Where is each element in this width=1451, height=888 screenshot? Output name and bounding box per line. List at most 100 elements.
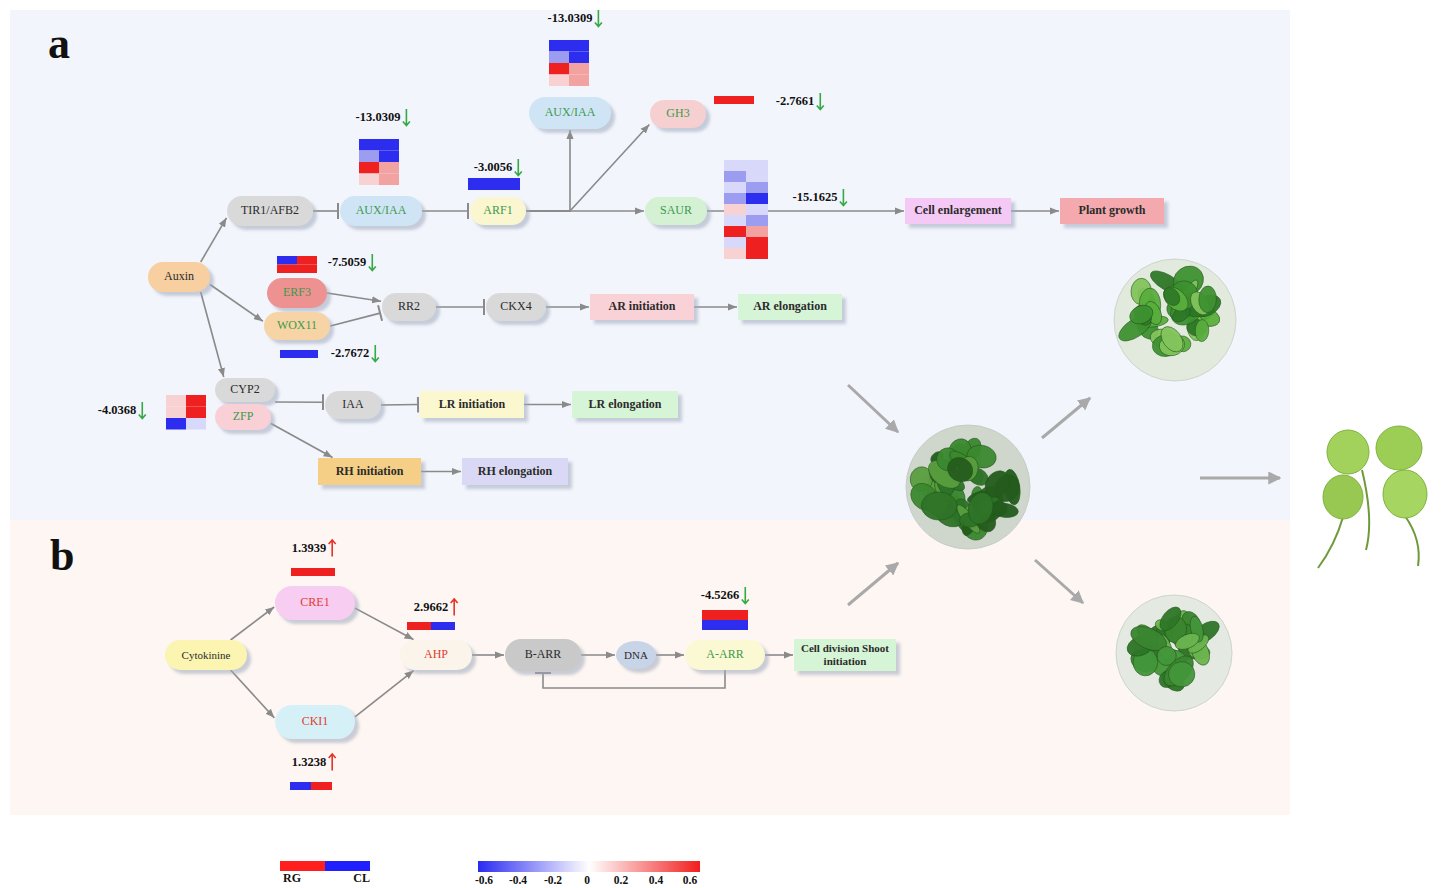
process-box: RH initiation xyxy=(318,458,421,485)
heatmap-cell xyxy=(549,40,569,52)
arrow-connector xyxy=(526,125,649,211)
heatmap-cell xyxy=(359,139,379,151)
heatmap-cell xyxy=(724,193,746,204)
panel-band: bCytokinineCRE1CKI1AHPB-ARRDNAA-ARRCell … xyxy=(10,520,1290,815)
flow-arrow xyxy=(1035,560,1083,603)
node-label: RH initiation xyxy=(336,465,404,479)
node-label: A-ARR xyxy=(706,648,743,662)
trend-arrow xyxy=(451,599,458,616)
photo-frame xyxy=(1114,259,1236,381)
fold-change-value: -13.0309 xyxy=(356,111,401,124)
root-stalk xyxy=(1405,516,1419,566)
plant-blob xyxy=(1160,285,1183,309)
gene-pill: WOX11 xyxy=(264,312,331,340)
panel-letter: a xyxy=(48,22,70,66)
trend-arrow xyxy=(329,754,336,771)
legend-text: CL xyxy=(325,872,370,884)
heatmap-cell xyxy=(186,395,206,407)
arrow-connector xyxy=(231,670,275,718)
node-label: GH3 xyxy=(666,107,689,121)
legend-swatch xyxy=(325,861,370,871)
heatmap-cell xyxy=(724,226,746,237)
process-box: Cell division Shoot initiation xyxy=(794,639,896,671)
arrow-connector xyxy=(1011,210,1059,212)
heatmap-cell xyxy=(724,182,746,193)
heatmap-cell xyxy=(431,622,455,630)
gene-pill: B-ARR xyxy=(505,639,581,671)
inhibition-connector xyxy=(543,670,725,688)
fold-change-value: -3.0056 xyxy=(474,161,513,174)
gene-pill: GH3 xyxy=(650,100,706,128)
arrow-connector xyxy=(694,306,737,308)
gene-pill: ERF3 xyxy=(267,278,327,308)
node-label: CRE1 xyxy=(300,596,329,610)
inhibition-connector xyxy=(275,401,323,403)
arrow-connector xyxy=(546,306,589,308)
arrow-connector xyxy=(421,471,461,473)
plant-blob xyxy=(943,453,978,487)
process-box: Plant growth xyxy=(1060,198,1164,224)
trend-arrow xyxy=(372,345,379,362)
gene-pill: CRE1 xyxy=(275,586,355,620)
plant-blob xyxy=(1127,302,1156,327)
legend-entry: RG xyxy=(280,861,325,884)
heatmap-cell xyxy=(291,568,313,576)
node-label: AUX/IAA xyxy=(356,204,407,218)
heatmap-cell xyxy=(746,248,768,259)
node-label: TIR1/AFB2 xyxy=(241,204,299,218)
scale-tick: 0.2 xyxy=(614,875,628,887)
gene-pill: AUX/IAA xyxy=(529,97,611,129)
plant-blob xyxy=(1195,319,1209,342)
heatmap-cell xyxy=(725,610,748,620)
process-box: Cell enlargement xyxy=(905,198,1011,224)
heatmap-cell xyxy=(746,204,768,215)
frond xyxy=(1327,430,1369,474)
arrow-connector xyxy=(355,608,414,639)
trend-arrow xyxy=(817,93,824,110)
heatmap-cell xyxy=(725,620,748,630)
heatmap-cell xyxy=(379,139,399,151)
heatmap-cell xyxy=(290,782,311,790)
fold-change-value: -7.5059 xyxy=(328,256,367,269)
node-label: CKX4 xyxy=(500,300,531,314)
fold-change-value: 1.3939 xyxy=(292,542,326,555)
heatmap-cell xyxy=(407,622,431,630)
gene-pill: IAA xyxy=(325,391,381,419)
node-label: WOX11 xyxy=(277,319,317,333)
heatmap-cell xyxy=(379,151,399,163)
process-box: AR initiation xyxy=(590,294,694,320)
plant-blob xyxy=(965,490,997,527)
trend-arrow xyxy=(139,402,146,419)
gene-pill: ARF1 xyxy=(470,197,526,225)
gene-pill: A-ARR xyxy=(685,640,765,670)
arrow-connector xyxy=(201,292,224,377)
heatmap-cell xyxy=(359,151,379,163)
heatmap-cell xyxy=(746,215,768,226)
gene-pill: SAUR xyxy=(645,197,707,225)
heatmap-cell xyxy=(186,407,206,419)
trend-arrow xyxy=(840,189,847,206)
node-label: B-ARR xyxy=(525,648,562,662)
heatmap-cell xyxy=(724,204,746,215)
heatmap-cell xyxy=(277,265,297,274)
arrow-connector xyxy=(765,654,793,656)
trend-arrow xyxy=(515,159,522,176)
heatmap-cell xyxy=(166,395,186,407)
fold-change-value: 1.3238 xyxy=(292,756,326,769)
plantlet-photo xyxy=(1115,260,1225,358)
node-label: RR2 xyxy=(398,300,420,314)
gene-pill: Auxin xyxy=(148,262,210,292)
heatmap-cell xyxy=(746,171,768,182)
arrow-connector xyxy=(526,130,570,211)
plant-blob xyxy=(1156,603,1185,634)
node-label: AR initiation xyxy=(608,300,675,314)
heatmap-cell xyxy=(166,407,186,419)
heatmap-cell xyxy=(569,40,589,52)
arrow-connector xyxy=(524,404,571,406)
heatmap-cell xyxy=(714,96,734,104)
legend: RGCL xyxy=(280,861,370,884)
scale-tick: -0.2 xyxy=(544,875,562,887)
arrow-connector xyxy=(327,293,381,301)
node-label: ARF1 xyxy=(483,204,512,218)
